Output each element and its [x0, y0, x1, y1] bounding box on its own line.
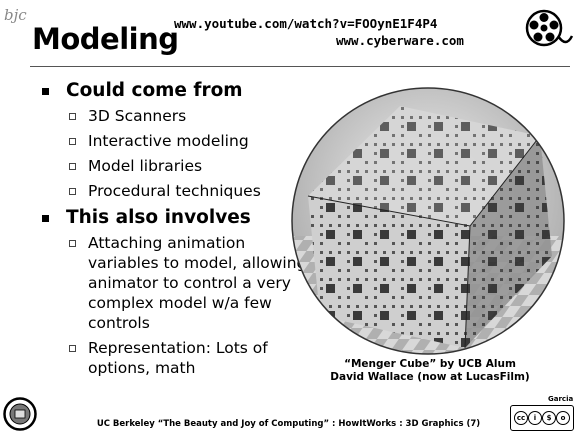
slide-title: Modeling	[32, 22, 179, 56]
author-name: Garcia	[548, 395, 574, 403]
bullet-item: Could come from 3D Scanners Interactive …	[42, 80, 312, 201]
slide-footer: UC Berkeley “The Beauty and Joy of Compu…	[96, 419, 481, 429]
sub-bullet-item: Interactive modeling	[66, 131, 312, 151]
sub-bullet-list: 3D Scanners Interactive modeling Model l…	[66, 106, 312, 201]
sub-bullet-item: 3D Scanners	[66, 106, 312, 126]
sub-bullet-item: Procedural techniques	[66, 181, 312, 201]
sub-bullet-item: Attaching animation variables to model, …	[66, 233, 312, 333]
cc-icon: cc	[514, 411, 528, 425]
uc-berkeley-seal-icon	[3, 397, 37, 431]
image-caption: “Menger Cube” by UCB Alum David Wallace …	[300, 358, 560, 384]
caption-line: “Menger Cube” by UCB Alum	[344, 358, 516, 370]
cc-sa-icon: o	[556, 411, 570, 425]
bjc-logo-icon: bjc	[4, 6, 27, 24]
sub-bullet-item: Model libraries	[66, 156, 312, 176]
menger-cube-image	[291, 87, 565, 355]
bullet-text: This also involves	[66, 207, 251, 228]
video-url[interactable]: www.youtube.com/watch?v=FOOynE1F4P4	[174, 16, 438, 31]
caption-line: David Wallace (now at LucasFilm)	[330, 371, 530, 383]
cyberware-url[interactable]: www.cyberware.com	[336, 33, 464, 48]
bullet-item: This also involves Attaching animation v…	[42, 207, 312, 378]
bullet-text: Could come from	[66, 80, 243, 101]
bullet-list: Could come from 3D Scanners Interactive …	[42, 80, 312, 384]
svg-text:bjc: bjc	[4, 6, 27, 24]
cc-nc-icon: $	[542, 411, 556, 425]
sub-bullet-item: Representation: Lots of options, math	[66, 338, 312, 378]
sub-bullet-list: Attaching animation variables to model, …	[66, 233, 312, 378]
cc-by-icon: i	[528, 411, 542, 425]
title-divider	[30, 66, 570, 67]
film-reel-icon	[525, 9, 574, 47]
creative-commons-license-icon[interactable]: cc i $ o	[510, 405, 574, 431]
